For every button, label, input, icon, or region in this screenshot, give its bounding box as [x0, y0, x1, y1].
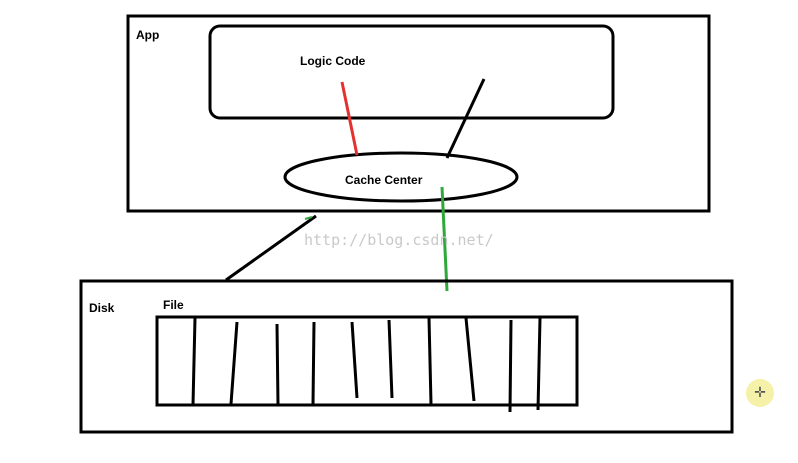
- logic-code-box: [208, 24, 615, 120]
- cache-to-disk-green-link: [440, 186, 449, 292]
- app-to-disk-black-link: [225, 214, 317, 282]
- app-box: [126, 14, 711, 213]
- logic-code-label: Logic Code: [300, 54, 366, 68]
- crosshair-cursor-icon: ✛: [746, 379, 774, 407]
- disk-box: [79, 279, 734, 434]
- watermark-text: http://blog.csdn.net/: [304, 231, 494, 249]
- file-segment-line: [311, 321, 316, 405]
- app-label: App: [136, 28, 160, 42]
- file-segment-lines: [191, 317, 542, 413]
- file-segment-line: [229, 321, 239, 405]
- logic-to-cache-black-link: [445, 78, 486, 159]
- link-tick-mark: [304, 216, 313, 220]
- file-segment-line: [387, 319, 394, 399]
- file-segment-line: [275, 323, 280, 406]
- file-segment-line: [350, 321, 359, 399]
- file-segment-line: [464, 317, 476, 402]
- file-box: [155, 315, 579, 407]
- file-label: File: [163, 298, 184, 312]
- file-segment-line: [508, 319, 513, 413]
- cache-center-ellipse: [283, 151, 519, 203]
- logic-to-cache-red-link: [340, 81, 359, 156]
- file-segment-line: [427, 317, 433, 405]
- file-segment-line: [536, 317, 542, 411]
- disk-label: Disk: [89, 301, 115, 315]
- cache-center-label: Cache Center: [345, 173, 423, 187]
- file-segment-line: [191, 317, 197, 406]
